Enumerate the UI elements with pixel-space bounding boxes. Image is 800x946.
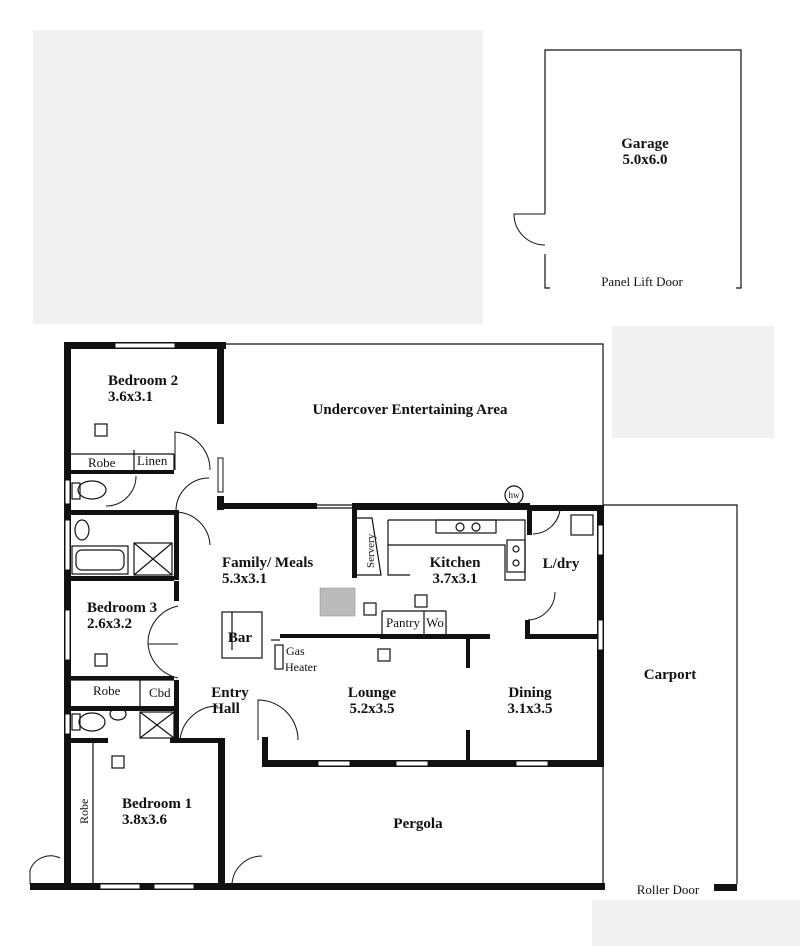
shade-panel-top-left [33,30,483,324]
undercover-outline [224,343,604,505]
pergola-label: Pergola [393,816,443,832]
shade-panel-bottom-right [592,900,800,946]
fixtures [71,480,594,739]
carport-label: Carport [644,667,697,683]
entry-label: Entry [211,685,249,701]
bedroom3-size: 2.6x3.2 [87,616,132,632]
dining-size: 3.1x3.5 [508,701,553,717]
ldry-label: L/dry [543,556,580,572]
windows [64,342,604,890]
robe-mid-label: Robe [93,683,121,698]
linen-label: Linen [137,453,168,468]
garage-size: 5.0x6.0 [623,152,668,168]
family-size: 5.3x3.1 [222,571,267,587]
kitchen-name: Kitchen [430,555,481,571]
roller-door-label: Roller Door [637,882,700,897]
family-name: Family/ Meals [222,555,313,571]
shade-panel-right [612,326,774,438]
undercover-label: Undercover Entertaining Area [313,402,508,418]
dining-name: Dining [508,685,552,701]
robe-top-label: Robe [88,455,116,470]
wo-label: Wo [426,615,444,630]
garage-outline [513,49,742,289]
servery-label: Servery [365,533,377,568]
hall-label: Hall [212,701,240,717]
carport-outline [603,504,738,884]
robe-side-label: Robe [77,799,91,824]
heater-label: Heater [285,660,317,674]
garage-name: Garage [621,136,669,152]
bedroom2-name: Bedroom 2 [108,373,178,389]
bedroom3-name: Bedroom 3 [87,600,157,616]
bedroom1-name: Bedroom 1 [122,796,192,812]
pantry-label: Pantry [386,615,420,630]
vent-icons [94,423,428,769]
bar-label: Bar [228,630,253,646]
doors [29,431,561,885]
hw-label: hw [509,490,521,500]
lounge-name: Lounge [348,685,397,701]
bedroom1-size: 3.8x3.6 [122,812,168,828]
labels: Garage 5.0x6.0 Panel Lift Door Bedroom 2… [77,136,700,897]
bedroom2-size: 3.6x3.1 [108,389,153,405]
gas-label: Gas [286,644,305,658]
panel-lift-door-label: Panel Lift Door [601,274,683,289]
cbd-label: Cbd [149,685,171,700]
interior-lines [71,450,526,883]
lounge-size: 5.2x3.5 [350,701,395,717]
kitchen-size: 3.7x3.1 [433,571,478,587]
